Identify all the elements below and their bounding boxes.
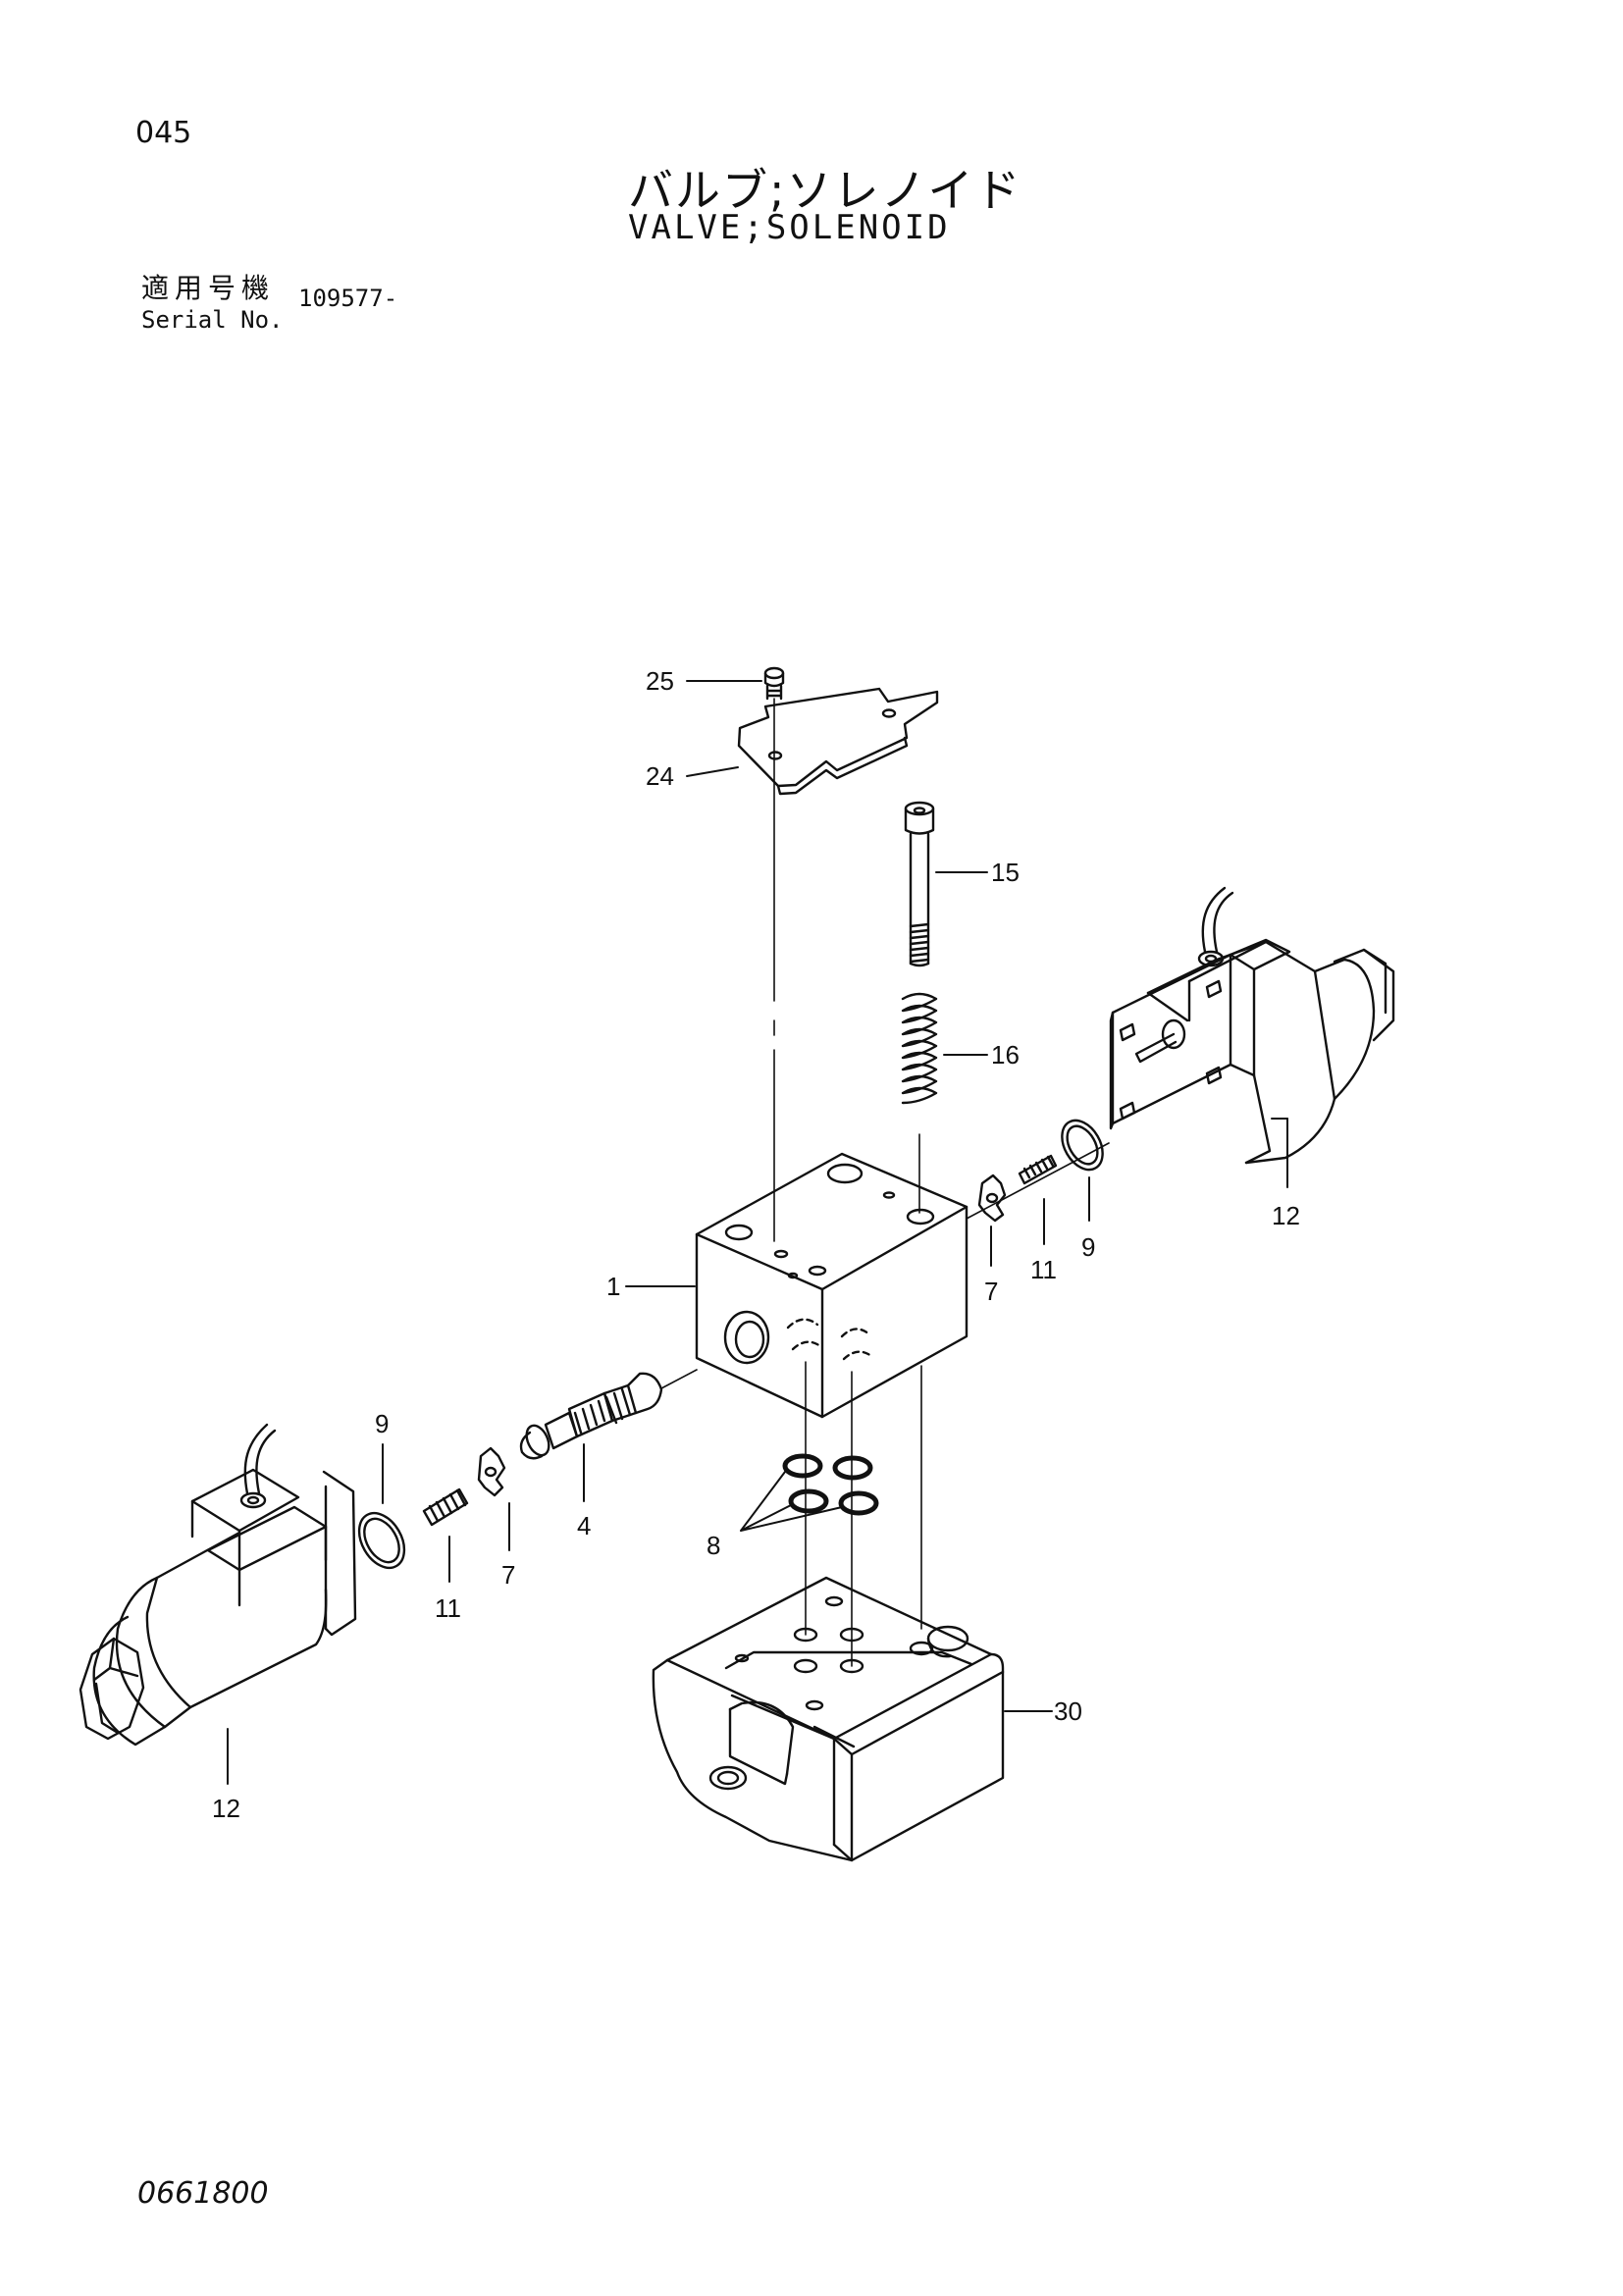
- part-12-solenoid-right: [1109, 886, 1395, 1165]
- callout-12-left: 12: [212, 1794, 240, 1823]
- part-24-plate: [737, 687, 939, 796]
- callout-30: 30: [1054, 1696, 1082, 1726]
- assembly-line-right: [966, 1142, 1110, 1220]
- callout-12-right: 12: [1272, 1201, 1300, 1230]
- part-30-base-block: [652, 1576, 1005, 1862]
- callout-7-left: 7: [501, 1560, 515, 1590]
- assembly-line-left: [660, 1369, 698, 1389]
- callout-16: 16: [991, 1040, 1020, 1070]
- callout-24: 24: [646, 761, 674, 791]
- serial-label-japanese: 適用号機: [141, 272, 276, 304]
- callout-8: 8: [707, 1531, 720, 1560]
- callout-11-right: 11: [1030, 1255, 1057, 1284]
- callout-9-right: 9: [1081, 1232, 1095, 1262]
- callout-11-left: 11: [435, 1593, 461, 1623]
- callout-4: 4: [577, 1511, 591, 1540]
- drawing-number: 0661800: [137, 2176, 269, 2211]
- callout-9-left: 9: [375, 1409, 389, 1438]
- callout-1: 1: [606, 1272, 620, 1301]
- callout-25: 25: [646, 666, 674, 696]
- callout-7-right: 7: [984, 1277, 998, 1306]
- part-11-spring-left: [422, 1487, 469, 1527]
- part-9-oring-left: [357, 1511, 406, 1570]
- part-4-spool: [519, 1372, 663, 1460]
- leader-8: [740, 1471, 843, 1532]
- part-1-valve-block: [695, 1152, 969, 1419]
- serial-number-value: 109577-: [298, 285, 398, 312]
- serial-label-english: Serial No.: [141, 306, 284, 334]
- callout-15: 15: [991, 858, 1020, 887]
- part-7-spacer-left: [477, 1446, 506, 1497]
- part-9-oring-right: [1061, 1119, 1104, 1172]
- page-number: 045: [135, 116, 192, 150]
- part-8-orings: [782, 1453, 879, 1516]
- part-16-spring: [901, 992, 938, 1105]
- part-12-solenoid-left: [79, 1423, 357, 1747]
- title-japanese: バルブ;ソレノイド: [628, 164, 1022, 217]
- part-15-bolt: [904, 801, 935, 967]
- leader-24: [686, 766, 739, 777]
- part-7-spacer-right: [977, 1174, 1007, 1223]
- part-11-spring-right: [1018, 1154, 1058, 1185]
- part-25-screw: [763, 666, 785, 701]
- title-english: VALVE;SOLENOID: [628, 208, 951, 247]
